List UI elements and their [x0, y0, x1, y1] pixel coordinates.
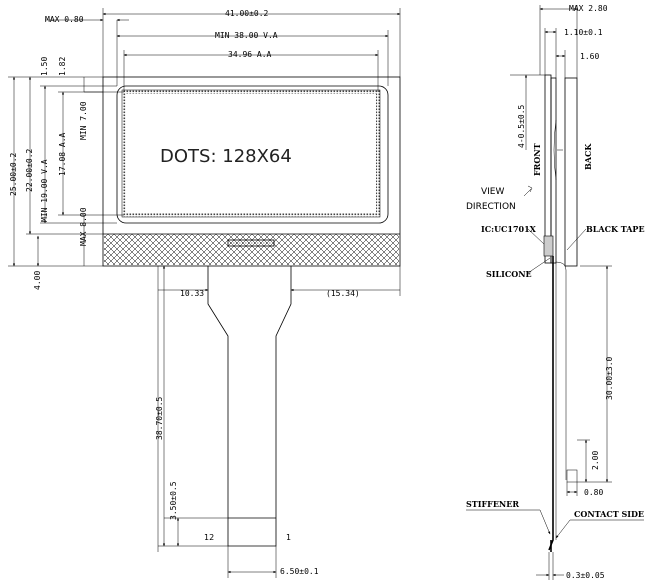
- active-area: [122, 90, 380, 217]
- dim-080: 0.80: [584, 488, 603, 497]
- ic-chip: [227, 239, 275, 247]
- front-view: DOTS: 128X64 12 1 41.00±0.2 MAX 0.80 MIN…: [8, 8, 401, 578]
- pin-12-label: 12: [204, 533, 214, 542]
- dim-aa-3496: 34.96 A.A: [228, 50, 272, 59]
- dim-1033: 10.33: [180, 289, 204, 298]
- dim-200: 2.00: [591, 451, 600, 470]
- ic-block: [543, 235, 554, 257]
- dim-182: 1.82: [58, 57, 67, 76]
- glass-ledge: [104, 234, 399, 265]
- dim-1534: (15.34): [326, 289, 360, 298]
- view-area: [116, 85, 389, 224]
- fpc-side: [548, 256, 554, 551]
- ic-label: IC:UC1701X: [481, 224, 537, 234]
- dim-min-1900: MIN 19.00 V.A: [40, 159, 49, 222]
- side-view: MAX 2.80 1.10±0.1 1.60 4-0.5±0.5 FRONT B…: [466, 4, 645, 580]
- view-direction-line2: DIRECTION: [466, 202, 516, 212]
- dim-width-41: 41.00±0.2: [225, 9, 269, 18]
- panel-outline: [102, 76, 401, 267]
- view-direction-arrow-icon: [523, 185, 533, 197]
- dim-405: 4-0.5±0.5: [517, 104, 526, 148]
- dim-min-700: MIN 7.00: [79, 101, 88, 140]
- dim-aa-1708: 17.08 A.A: [58, 132, 67, 176]
- dim-3000: 30.00±3.0: [605, 356, 614, 400]
- black-tape-label: BLACK TAPE: [586, 224, 645, 234]
- dim-110: 1.10±0.1: [564, 28, 603, 37]
- dim-030: 0.3±0.05: [566, 571, 605, 580]
- silicone-label: SILICONE: [486, 269, 532, 279]
- back-label: BACK: [583, 143, 593, 170]
- backlight: [564, 77, 578, 267]
- dim-3870: 38.70±0.5: [155, 396, 164, 440]
- dim-min-38: MIN 38.00 V.A: [215, 31, 278, 40]
- dim-160: 1.60: [580, 52, 599, 61]
- dim-400: 4.00: [33, 271, 42, 290]
- dim-max-080: MAX 0.80: [45, 15, 84, 24]
- contact-side-label: CONTACT SIDE: [574, 509, 644, 519]
- front-label: FRONT: [532, 143, 542, 176]
- view-direction-line1: VIEW: [481, 187, 504, 197]
- dim-max-800: MAX 8.00: [79, 207, 88, 246]
- dim-height-22: 22.00±0.2: [25, 148, 34, 192]
- rear-glass: [550, 77, 557, 264]
- dots-label: DOTS: 128X64: [160, 146, 292, 167]
- front-glass: [544, 74, 552, 264]
- dim-650: 6.50±0.1: [280, 567, 319, 576]
- pin-1-label: 1: [286, 533, 291, 542]
- fpc-tail: [207, 266, 292, 547]
- stiffener-label: STIFFENER: [466, 499, 519, 509]
- dim-150: 1.50: [40, 57, 49, 76]
- dim-350: 3.50±0.5: [169, 481, 178, 520]
- dim-max-280: MAX 2.80: [569, 4, 608, 13]
- dim-height-25: 25.00±0.2: [9, 152, 18, 196]
